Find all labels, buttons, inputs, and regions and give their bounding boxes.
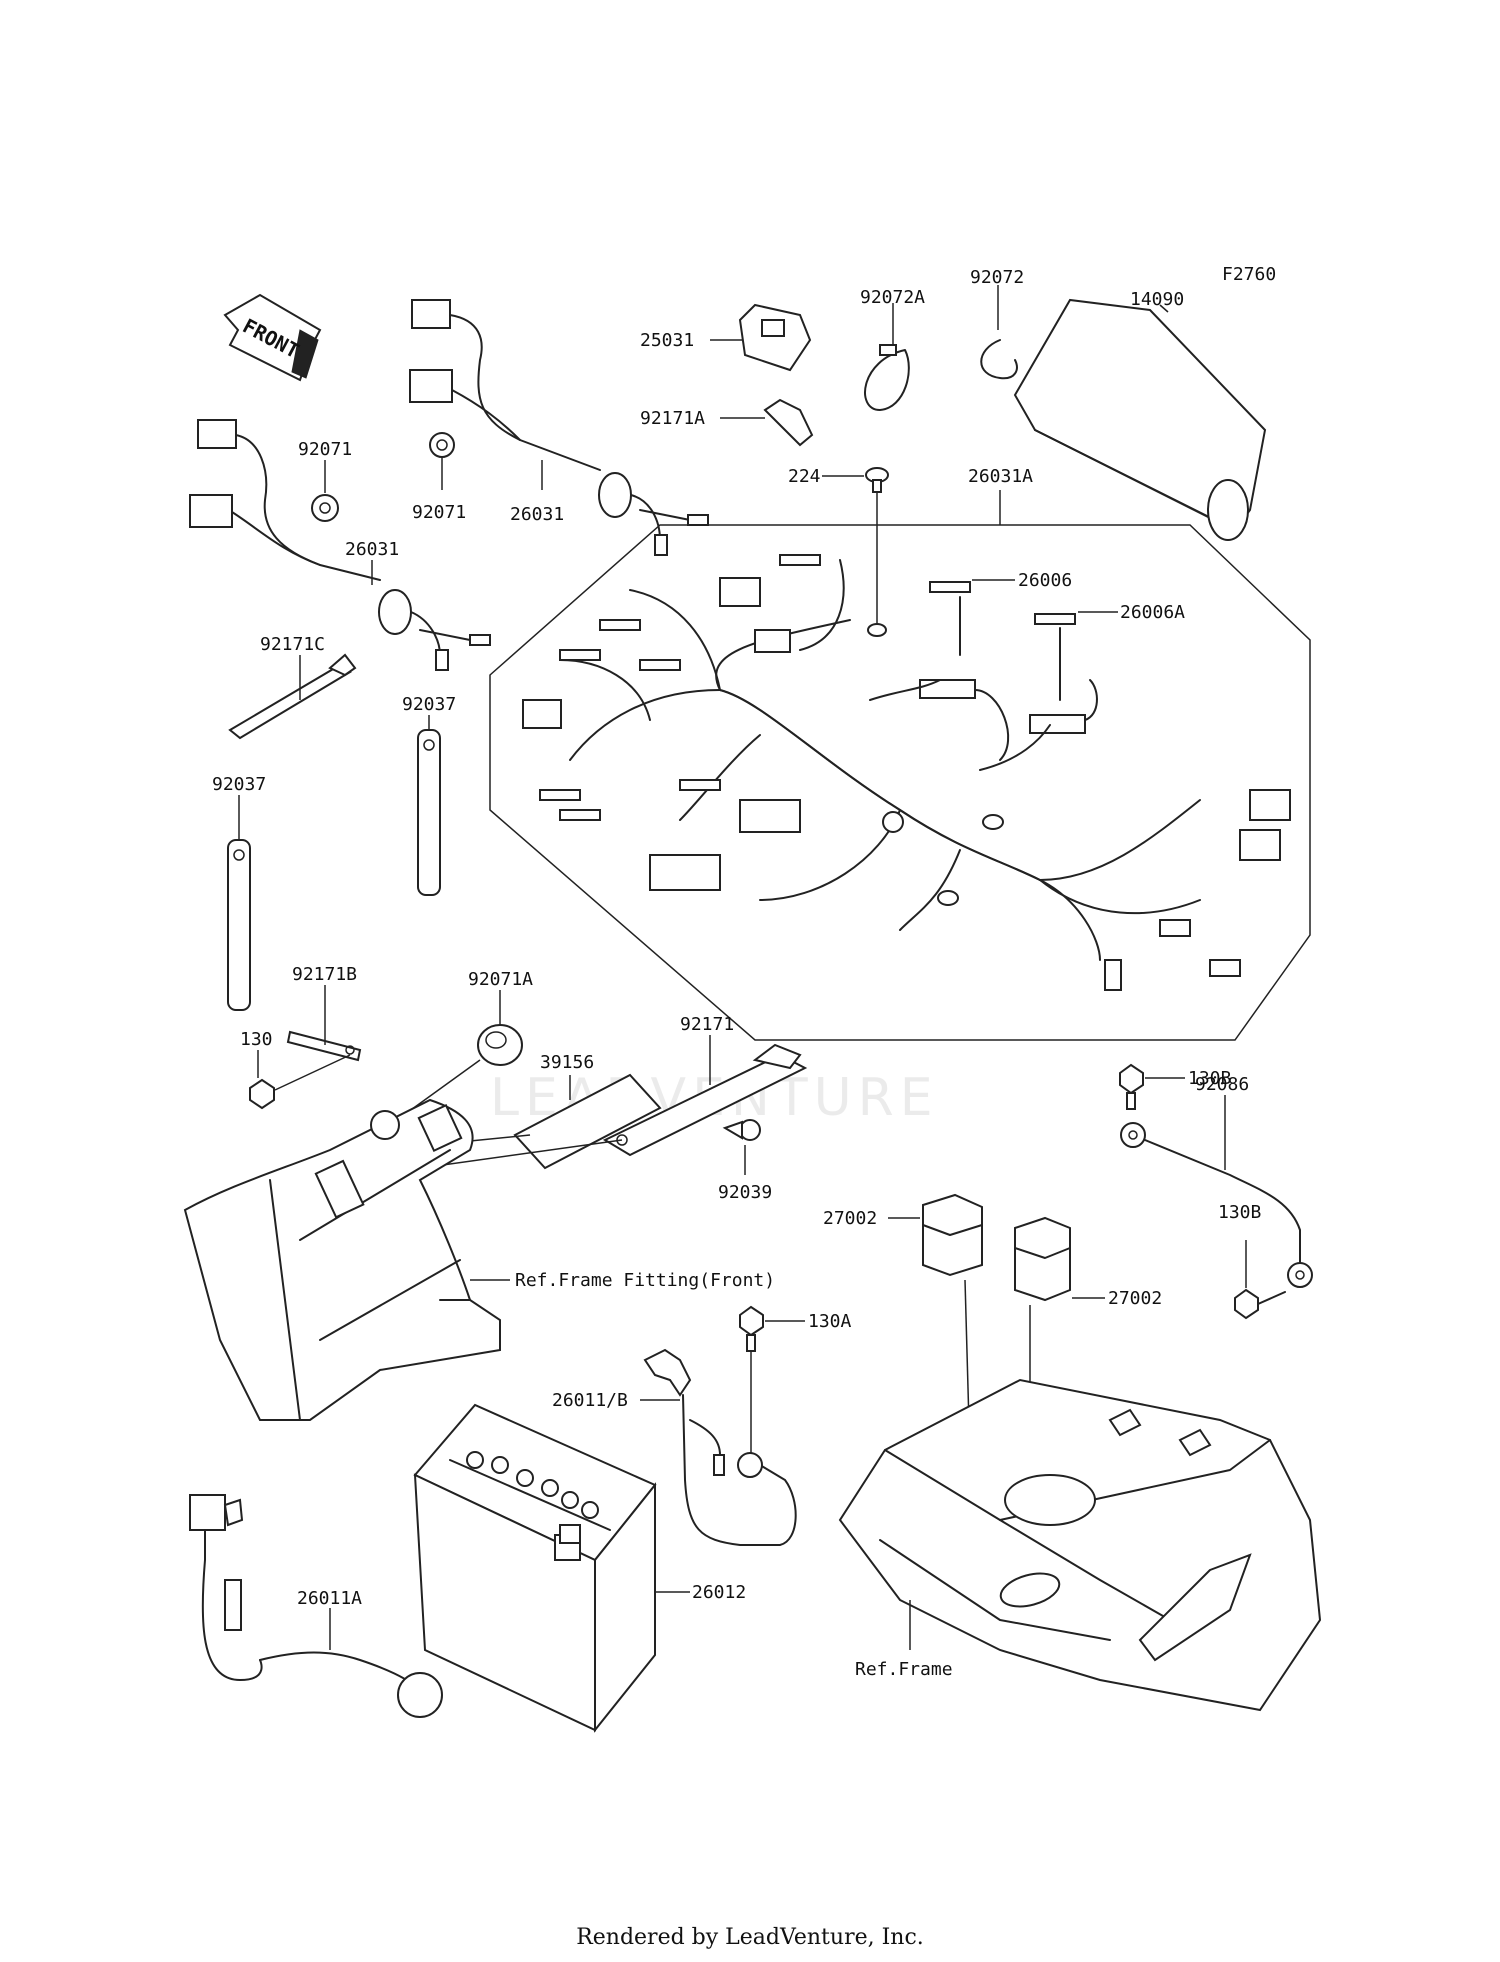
footer-credit: Rendered by LeadVenture, Inc. — [576, 1925, 924, 1950]
label-ref-frame-front[interactable]: Ref.Frame Fitting(Front) — [515, 1270, 775, 1291]
clip-92039[interactable] — [722, 1119, 761, 1141]
label-39156[interactable]: 39156 — [540, 1052, 594, 1073]
label-130B-bottom[interactable]: 130B — [1218, 1202, 1261, 1223]
label-92037-left[interactable]: 92037 — [212, 774, 266, 795]
label-14090[interactable]: 14090 — [1130, 289, 1184, 310]
ground-cable-92086[interactable] — [1120, 1122, 1313, 1288]
label-27002-left[interactable]: 27002 — [823, 1208, 877, 1229]
bolt-130[interactable] — [249, 1078, 275, 1110]
leader-14090 — [1159, 304, 1169, 313]
sub-harness-26031-lower[interactable] — [189, 419, 491, 671]
strap-92171C[interactable] — [228, 653, 357, 740]
label-92171B[interactable]: 92171B — [292, 964, 357, 985]
plate-92171B[interactable] — [286, 1030, 362, 1062]
label-130A[interactable]: 130A — [808, 1311, 852, 1332]
label-26031-upper[interactable]: 26031 — [510, 504, 564, 525]
band-92037-right[interactable] — [417, 729, 441, 896]
bolt-130A[interactable] — [739, 1305, 764, 1352]
label-26012[interactable]: 26012 — [692, 1582, 746, 1603]
label-25031[interactable]: 25031 — [640, 330, 694, 351]
label-224[interactable]: 224 — [788, 466, 821, 487]
label-26031A[interactable]: 26031A — [968, 466, 1033, 487]
cable-tie-92072A[interactable] — [864, 344, 910, 411]
bolt-130B-bottom[interactable] — [1234, 1288, 1286, 1320]
bracket-92171[interactable] — [602, 1043, 808, 1157]
label-92072[interactable]: 92072 — [970, 267, 1024, 288]
label-27002-right[interactable]: 27002 — [1108, 1288, 1162, 1309]
label-92171C[interactable]: 92171C — [260, 634, 325, 655]
label-92071-upper[interactable]: 92071 — [412, 502, 466, 523]
label-130[interactable]: 130 — [240, 1029, 273, 1050]
sub-harness-26031-upper[interactable] — [409, 299, 709, 556]
label-26031-lower[interactable]: 26031 — [345, 539, 399, 560]
front-arrow-icon: FRONT — [223, 293, 322, 382]
relay-27002-left[interactable] — [922, 1193, 983, 1277]
relay-25031[interactable] — [738, 303, 812, 372]
diagram-code: F2760 — [1222, 264, 1276, 285]
label-130B-top[interactable]: 130B — [1188, 1068, 1231, 1089]
leader-130-plate — [274, 1054, 351, 1091]
main-harness-26031A[interactable] — [522, 554, 1291, 991]
label-92071-left[interactable]: 92071 — [298, 439, 352, 460]
label-92171[interactable]: 92171 — [680, 1014, 734, 1035]
fuse-26006[interactable] — [869, 581, 1010, 761]
grommet-92071-upper[interactable] — [429, 432, 455, 458]
label-92086[interactable]: 92086 — [1195, 1074, 1249, 1095]
grommet-92071A[interactable] — [477, 1024, 523, 1066]
clip-92171A[interactable] — [763, 398, 814, 447]
grommet-92071-left[interactable] — [311, 494, 339, 522]
pad-39156[interactable] — [513, 1073, 662, 1170]
harness-outline-26031A — [489, 524, 1311, 1041]
battery-cable-26011A[interactable] — [189, 1494, 443, 1718]
fuse-26006A[interactable] — [979, 613, 1098, 771]
battery-cable-26011B[interactable] — [643, 1348, 797, 1546]
frame-rear[interactable] — [838, 1378, 1322, 1712]
label-26011A[interactable]: 26011A — [297, 1588, 362, 1609]
label-26011B[interactable]: 26011/B — [552, 1390, 628, 1411]
cover-14090[interactable] — [1013, 298, 1267, 541]
label-92171A[interactable]: 92171A — [640, 408, 705, 429]
battery-26012[interactable] — [413, 1403, 657, 1733]
label-92037-right[interactable]: 92037 — [402, 694, 456, 715]
label-92071A[interactable]: 92071A — [468, 969, 533, 990]
label-92072A[interactable]: 92072A — [860, 287, 925, 308]
label-92039[interactable]: 92039 — [718, 1182, 772, 1203]
label-ref-frame[interactable]: Ref.Frame — [855, 1659, 953, 1680]
band-92037-left[interactable] — [227, 839, 251, 1011]
label-26006[interactable]: 26006 — [1018, 570, 1072, 591]
relay-27002-right[interactable] — [1014, 1216, 1071, 1302]
frame-fitting-front[interactable] — [183, 1098, 501, 1421]
clamp-92072[interactable] — [980, 339, 1018, 380]
bolt-130B-top[interactable] — [1119, 1063, 1144, 1110]
screw-224[interactable] — [865, 467, 889, 493]
label-26006A[interactable]: 26006A — [1120, 602, 1185, 623]
